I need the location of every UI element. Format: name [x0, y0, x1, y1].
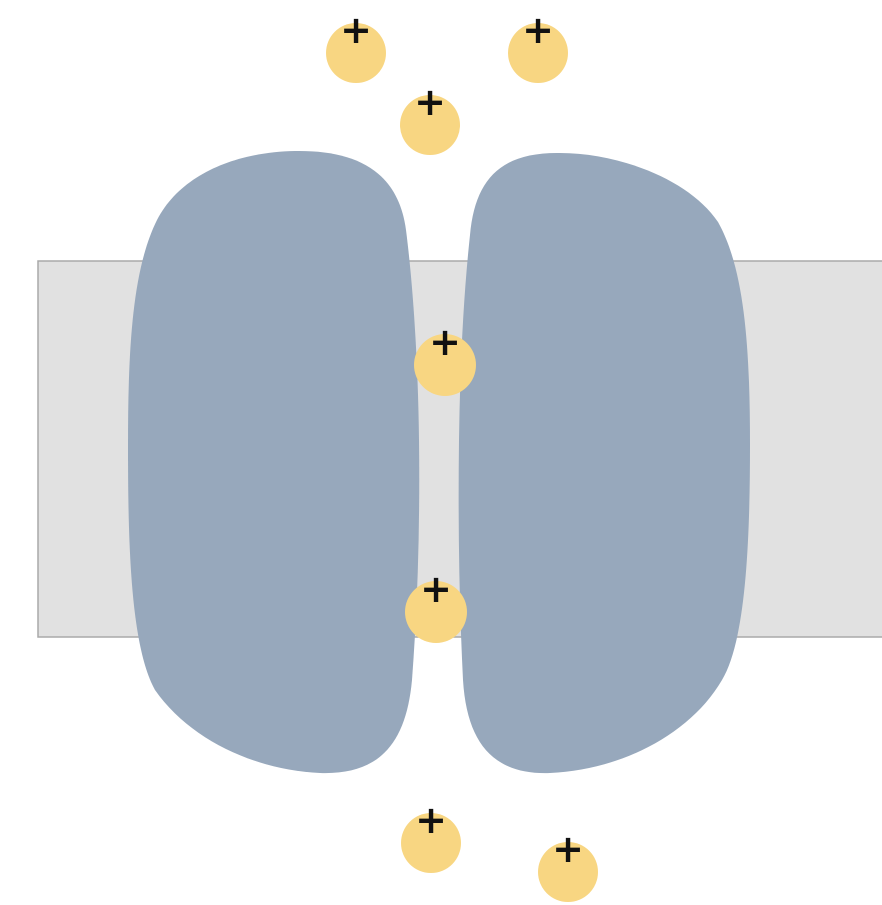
- positive-charge-sign: +: [415, 798, 447, 842]
- ion-outside-2: +: [508, 8, 568, 83]
- positive-charge-sign: +: [420, 567, 452, 611]
- positive-charge-sign: +: [429, 320, 461, 364]
- positive-charge-sign: +: [552, 827, 584, 871]
- positive-charge-sign: +: [414, 80, 446, 124]
- ion-outside-3: +: [400, 80, 460, 155]
- positive-charge-sign: +: [340, 8, 372, 52]
- ion-inside-2: +: [538, 827, 598, 902]
- channel-protein-right: [459, 153, 750, 773]
- positive-charge-sign: +: [522, 8, 554, 52]
- ion-outside-1: +: [326, 8, 386, 83]
- channel-protein-left: [128, 151, 419, 773]
- ion-inside-1: +: [401, 798, 461, 873]
